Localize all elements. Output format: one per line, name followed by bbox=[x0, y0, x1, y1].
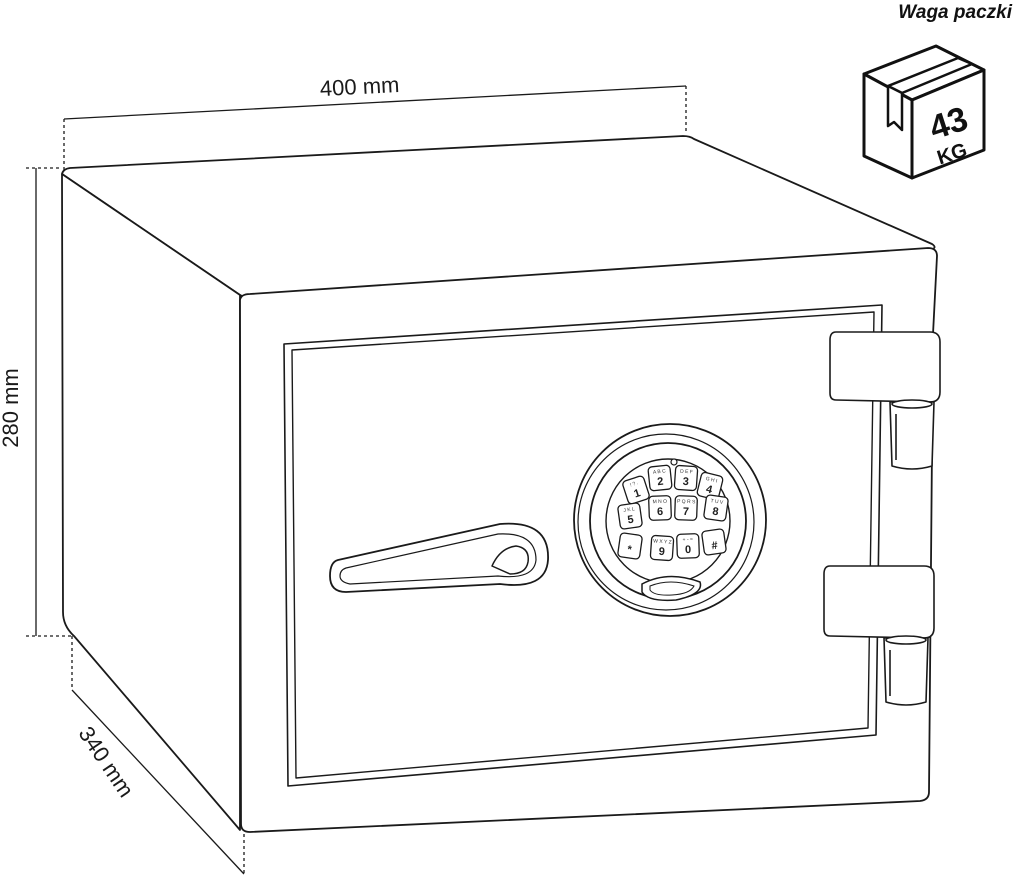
keypad-key-8[interactable]: T U V8 bbox=[703, 494, 729, 522]
keypad-key-letters: G H I bbox=[705, 476, 718, 485]
keypad-key-letters: M N O bbox=[652, 499, 667, 506]
keypad-key-5[interactable]: J K L5 bbox=[617, 502, 643, 530]
keypad-key-letters: + - = bbox=[683, 537, 694, 543]
keypad-key-digit: 1 bbox=[632, 487, 642, 500]
keypad-key-digit: 2 bbox=[657, 476, 664, 489]
safe-left-face bbox=[61, 173, 241, 831]
keypad-key-digit: * bbox=[626, 544, 633, 557]
keypad-key-digit: 9 bbox=[658, 546, 665, 558]
keypad-key-3[interactable]: D E F3 bbox=[673, 464, 699, 492]
depth-dimension-line bbox=[71, 689, 245, 875]
keypad-key-digit: 3 bbox=[682, 476, 689, 488]
package-box-icon bbox=[862, 44, 986, 180]
width-dimension-line bbox=[63, 85, 687, 120]
keypad-key-9[interactable]: W X Y Z9 bbox=[649, 534, 675, 562]
keypad-key-6[interactable]: M N O6 bbox=[648, 495, 672, 521]
width-label: 400 mm bbox=[319, 72, 400, 101]
hinges bbox=[823, 331, 941, 706]
upper-hinge-knuckle bbox=[889, 401, 935, 470]
keypad-key-hash[interactable]: # bbox=[701, 528, 727, 556]
keypad-key-0[interactable]: + - =0 bbox=[676, 533, 700, 559]
keypad-key-letters: J K L bbox=[623, 506, 635, 514]
weight-title: Waga paczki bbox=[898, 2, 1012, 23]
keypad-key-digit: 5 bbox=[627, 514, 635, 527]
keypad-key-letters: T U V bbox=[710, 498, 724, 506]
keypad-key-7[interactable]: P Q R S7 bbox=[674, 495, 698, 521]
dimension-lines bbox=[26, 85, 687, 875]
keypad-key-digit: 7 bbox=[683, 506, 690, 518]
keypad-key-digit: 0 bbox=[685, 544, 692, 556]
keypad-key-digit: 4 bbox=[705, 483, 715, 496]
keypad-key-1[interactable]: ! ? .1 bbox=[622, 475, 650, 505]
keypad-key-letters: P Q R S bbox=[677, 499, 696, 506]
handle-grip-hole bbox=[491, 545, 529, 575]
keypad-key-letters: A B C bbox=[653, 468, 667, 475]
height-label: 280 mm bbox=[0, 368, 23, 447]
keypad-key-letters: W X Y Z bbox=[653, 538, 672, 545]
keypad-key-star[interactable]: * bbox=[617, 532, 643, 560]
keypad-key-digit: # bbox=[711, 540, 719, 553]
upper-hinge-leaf bbox=[829, 331, 941, 403]
door-handle[interactable] bbox=[329, 522, 549, 593]
keypad-key-letters: ! ? . bbox=[629, 480, 639, 488]
keypad-key-letters: D E F bbox=[680, 469, 693, 476]
depth-label: 340 mm bbox=[74, 722, 139, 802]
lower-hinge-knuckle bbox=[883, 637, 929, 706]
keypad-key-4[interactable]: G H I4 bbox=[696, 471, 724, 501]
keypad-key-digit: 8 bbox=[712, 506, 720, 519]
safe-body bbox=[61, 135, 938, 833]
lower-hinge-leaf bbox=[823, 565, 935, 639]
electronic-lock bbox=[573, 423, 767, 617]
keypad-key-digit: 6 bbox=[657, 506, 664, 518]
keypad-key-2[interactable]: A B C2 bbox=[647, 464, 673, 492]
